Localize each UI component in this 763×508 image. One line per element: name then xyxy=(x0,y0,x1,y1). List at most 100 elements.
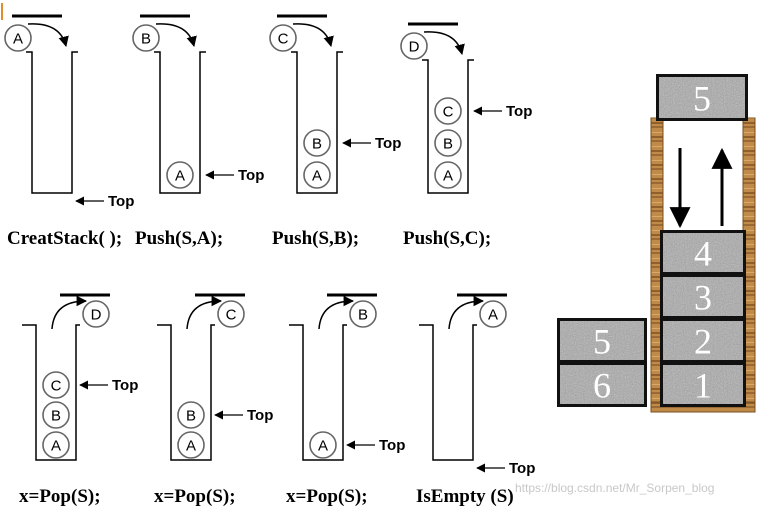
element-label: B xyxy=(443,136,453,153)
element-label: A xyxy=(488,307,498,324)
top-label: Top xyxy=(112,377,138,394)
operation-label: Push(S,B); xyxy=(272,228,359,249)
tube-block: 4 xyxy=(660,230,746,275)
element-label: C xyxy=(51,378,62,395)
pop-arrow xyxy=(186,295,223,330)
stack-tube xyxy=(289,324,347,461)
element-circle xyxy=(400,32,428,60)
element-circle xyxy=(177,431,205,459)
element-circle xyxy=(132,24,160,52)
element-label: B xyxy=(358,307,368,324)
outgoing-element: D xyxy=(82,300,110,328)
block-number: 5 xyxy=(593,322,611,362)
element-label: C xyxy=(278,31,289,48)
pop-panel-0: D ABC Top x=Pop(S); xyxy=(19,293,138,507)
watermark: https://blog.csdn.net/Mr_Sorpen_blog xyxy=(515,481,714,495)
operation-label: x=Pop(S); xyxy=(154,486,236,507)
element-circle xyxy=(217,300,245,328)
element-label: B xyxy=(141,31,151,48)
push-arrow xyxy=(27,23,69,48)
element-circle xyxy=(434,129,462,157)
block-texture xyxy=(663,233,743,272)
floating-block: 5 xyxy=(656,74,748,121)
incoming-element: D xyxy=(400,32,428,60)
incoming-element: A xyxy=(4,24,32,52)
incoming-element: C xyxy=(269,24,297,52)
operation-label: Push(S,C); xyxy=(403,228,491,249)
element-circle xyxy=(349,300,377,328)
block-number: 2 xyxy=(694,322,712,362)
stack-element: C xyxy=(42,371,70,399)
top-label: Top xyxy=(108,193,134,210)
stack-element: A xyxy=(309,431,337,459)
element-circle xyxy=(434,97,462,125)
element-circle xyxy=(42,371,70,399)
operation-label: IsEmpty (S) xyxy=(416,486,514,507)
top-label: Top xyxy=(247,407,273,424)
top-label: Top xyxy=(375,135,401,152)
stack-element: A xyxy=(434,161,462,189)
stack-element: A xyxy=(303,161,331,189)
side-block: 5 xyxy=(557,318,647,363)
element-label: D xyxy=(409,39,420,56)
block-texture xyxy=(663,321,743,360)
stack-element: B xyxy=(434,129,462,157)
element-circle xyxy=(42,401,70,429)
stack-element: B xyxy=(303,129,331,157)
tube-block: 3 xyxy=(660,274,746,319)
stack-element: A xyxy=(42,431,70,459)
element-circle xyxy=(309,431,337,459)
pop-arrow xyxy=(448,295,485,330)
block-texture xyxy=(663,277,743,316)
block-texture xyxy=(560,321,644,360)
element-label: C xyxy=(443,104,454,121)
element-circle xyxy=(434,161,462,189)
element-circle xyxy=(303,129,331,157)
stack-tube xyxy=(22,324,80,461)
block-number: 3 xyxy=(694,278,712,318)
outgoing-element: B xyxy=(349,300,377,328)
element-circle xyxy=(42,431,70,459)
push-arrow xyxy=(155,23,197,48)
top-label: Top xyxy=(506,103,532,120)
stack-element: A xyxy=(177,431,205,459)
stack-tube xyxy=(154,51,206,194)
element-circle xyxy=(303,161,331,189)
block-number: 5 xyxy=(693,79,711,119)
element-label: A xyxy=(13,31,23,48)
element-circle xyxy=(166,161,194,189)
stack-element: B xyxy=(42,401,70,429)
stack-tube xyxy=(422,59,474,194)
element-label: A xyxy=(186,438,196,455)
incoming-element: B xyxy=(132,24,160,52)
element-label: A xyxy=(443,168,453,185)
element-label: A xyxy=(51,438,61,455)
block-number: 6 xyxy=(593,366,611,406)
operation-label: Push(S,A); xyxy=(135,228,223,249)
element-label: D xyxy=(91,307,102,324)
top-label: Top xyxy=(379,437,405,454)
block-texture xyxy=(560,365,644,404)
element-label: B xyxy=(186,408,196,425)
stack-element: B xyxy=(177,401,205,429)
operation-label: x=Pop(S); xyxy=(19,486,101,507)
push-arrow xyxy=(292,23,334,48)
block-texture xyxy=(663,365,743,404)
stack-tube xyxy=(26,51,78,194)
block-number: 1 xyxy=(694,366,712,406)
push-arrow xyxy=(423,31,465,56)
element-circle xyxy=(82,300,110,328)
stack-tube xyxy=(157,324,215,461)
pop-arrow xyxy=(51,295,88,330)
tube-block: 1 xyxy=(660,362,746,407)
stack-tube xyxy=(419,324,477,461)
element-label: A xyxy=(175,168,185,185)
element-circle xyxy=(479,300,507,328)
